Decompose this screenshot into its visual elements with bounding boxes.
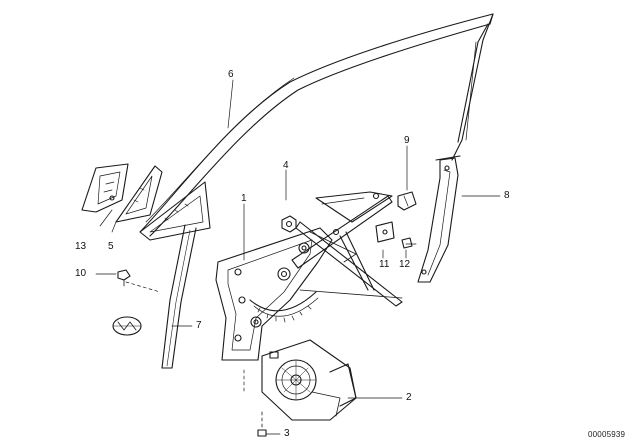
callout-12: 12 (399, 259, 411, 270)
window-motor (261, 339, 357, 421)
callout-6: 6 (228, 69, 234, 80)
callout-1: 1 (241, 193, 247, 204)
callout-10: 10 (75, 268, 87, 279)
part-9-clip (397, 191, 417, 211)
part-7-grommet (112, 316, 142, 336)
rear-guide-rail (417, 155, 461, 283)
callout-7: 7 (196, 320, 202, 331)
part-11-bracket (375, 221, 395, 243)
callout-8: 8 (504, 190, 510, 201)
part-4-nut (281, 215, 297, 233)
window-regulator (215, 191, 403, 361)
window-frame-channel (139, 13, 494, 369)
callout-2: 2 (406, 392, 412, 403)
callout-3: 3 (284, 428, 290, 439)
callout-5: 5 (108, 241, 114, 252)
callout-13: 13 (75, 241, 87, 252)
callout-4: 4 (283, 160, 289, 171)
part-12-bolt (401, 237, 417, 249)
part-13-gasket (81, 163, 129, 213)
part-5-triangle-cover (115, 165, 163, 223)
leader-lines (95, 79, 501, 435)
callout-9: 9 (404, 135, 410, 146)
part-3-screw (257, 411, 267, 437)
part-10-rivet (117, 269, 131, 287)
callout-11: 11 (379, 259, 390, 270)
drawing-code: 00005939 (588, 430, 626, 439)
